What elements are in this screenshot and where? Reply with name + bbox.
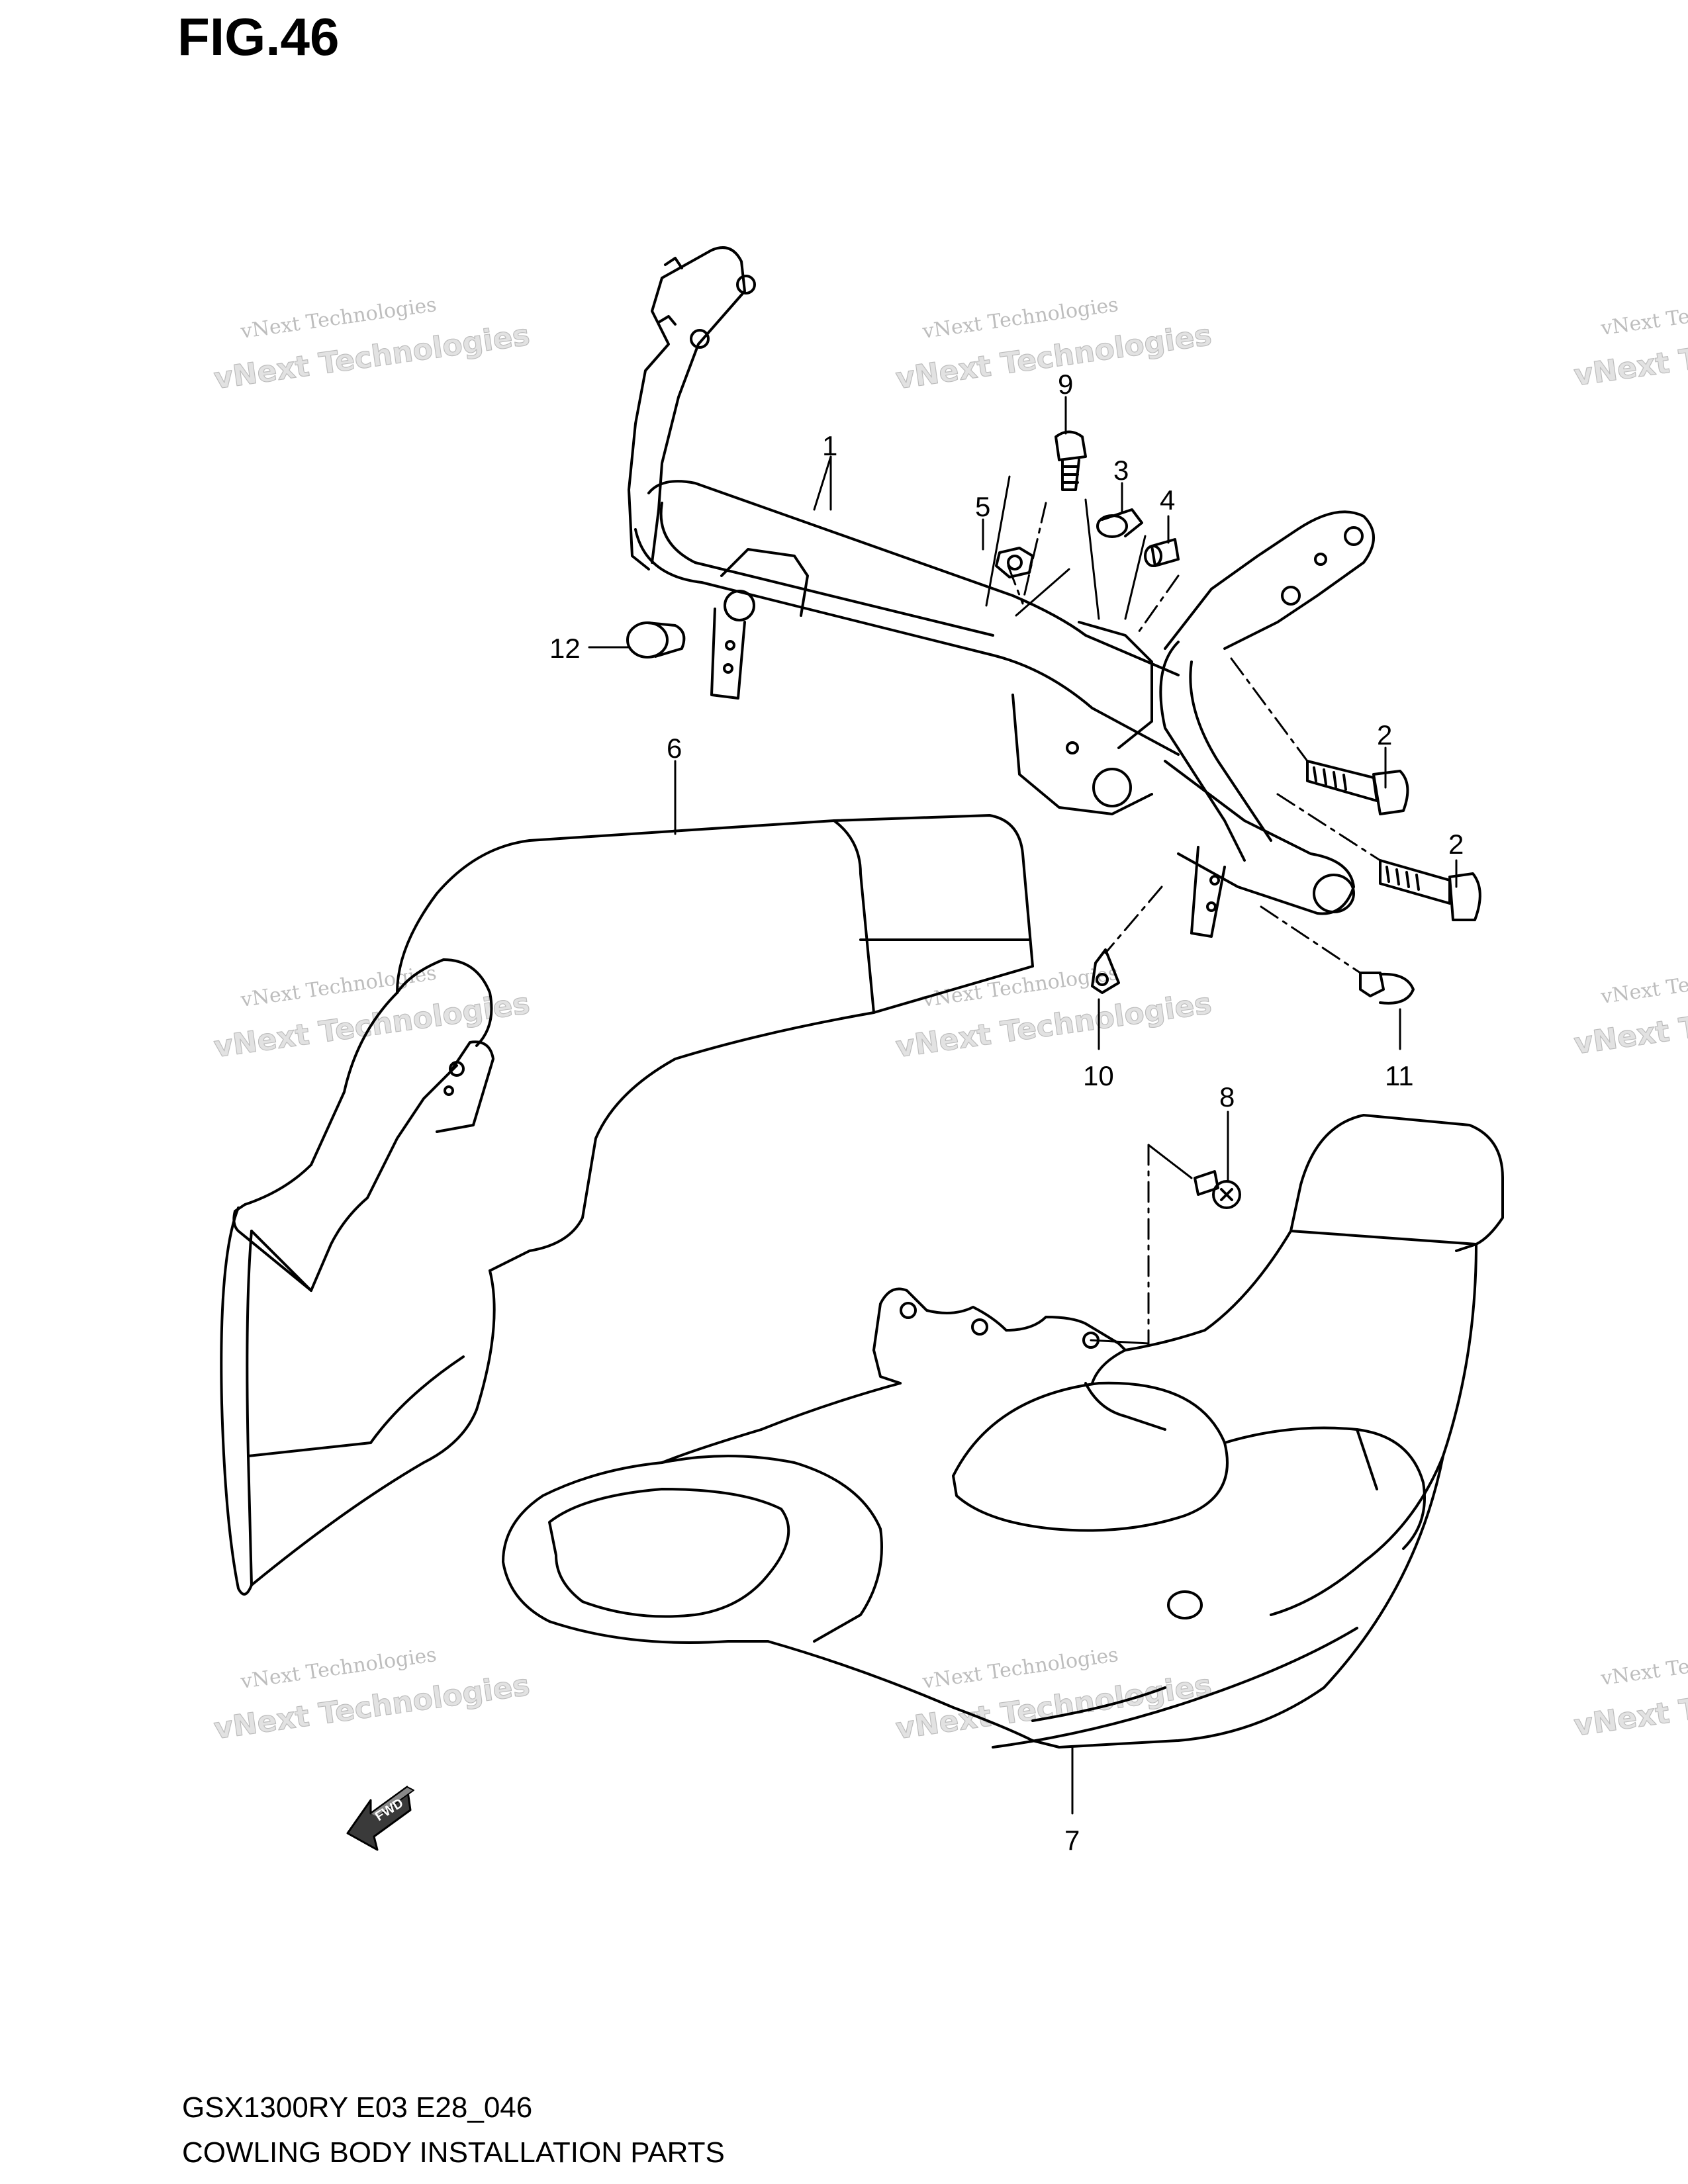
callout-5: 5 — [975, 491, 990, 522]
callout-1: 1 — [822, 430, 837, 461]
collar-part — [1096, 508, 1143, 538]
callout-9: 9 — [1058, 369, 1073, 400]
watermarks: vNext Technologies vNext Technologies vN… — [211, 290, 1688, 1747]
air-duct-right — [502, 1114, 1504, 1749]
callout-10: 10 — [1083, 1060, 1114, 1091]
clip-part — [1091, 948, 1120, 994]
callout-3: 3 — [1113, 455, 1129, 486]
watermark-line: vNext Technologies — [1599, 290, 1688, 340]
screw-8-part — [1194, 1170, 1241, 1209]
callout-pointers — [588, 396, 1458, 1815]
callout-12: 12 — [549, 633, 581, 664]
bracket-frame — [628, 246, 1375, 938]
nut-part — [995, 547, 1034, 578]
screw-part — [1055, 430, 1087, 491]
figure-title: FIG.46 — [177, 7, 340, 66]
bolt-part-upper — [1306, 760, 1409, 815]
callout-6: 6 — [667, 733, 682, 764]
callout-4: 4 — [1160, 484, 1175, 516]
watermark-line: vNext Technologies — [1599, 958, 1688, 1009]
screw-side-part — [1359, 972, 1415, 1005]
callout-8: 8 — [1219, 1081, 1235, 1113]
fwd-arrow-icon: FWD — [346, 1786, 414, 1851]
model-code: GSX1300RY E03 E28_046 — [182, 2091, 533, 2124]
callout-7: 7 — [1064, 1825, 1080, 1856]
callout-2-lower: 2 — [1448, 829, 1464, 860]
callout-11: 11 — [1385, 1060, 1414, 1091]
air-duct-left — [220, 814, 1034, 1596]
callout-labels: 1 2 2 3 4 5 6 7 8 9 10 11 12 — [549, 369, 1464, 1856]
spacer-part — [1144, 538, 1180, 567]
leader-lines — [813, 455, 1382, 1345]
bolt-part-lower — [1379, 859, 1481, 921]
grommet-part — [626, 621, 686, 659]
watermark-line: vNext Technologies — [1599, 1640, 1688, 1690]
figure-caption: COWLING BODY INSTALLATION PARTS — [182, 2136, 725, 2169]
callout-2-upper: 2 — [1377, 719, 1392, 751]
